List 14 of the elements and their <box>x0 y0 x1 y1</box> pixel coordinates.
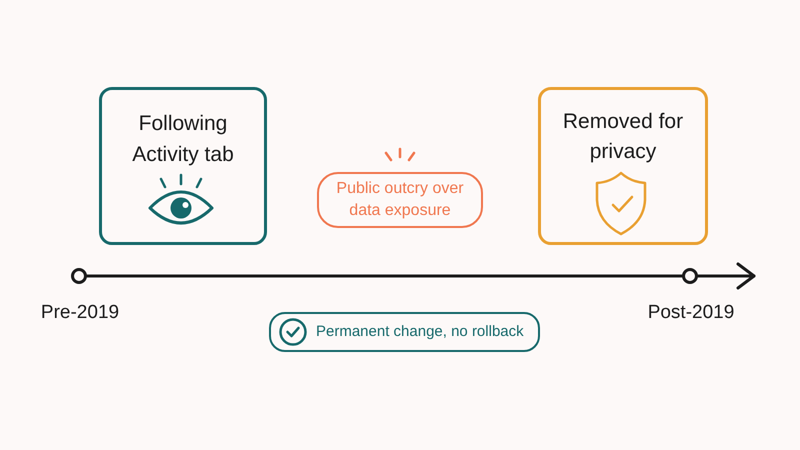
note-text: Permanent change, no rollback <box>316 322 524 342</box>
timeline-label: Post-2019 <box>648 302 734 324</box>
pill-text: Public outcry over data exposure <box>335 179 465 221</box>
note-pill <box>269 312 540 352</box>
timeline-arrow <box>696 262 756 290</box>
event-pill <box>317 172 483 228</box>
timeline-label: Pre-2019 <box>40 302 120 324</box>
event-card <box>538 87 708 245</box>
card-title: Following Activity tab <box>131 111 235 168</box>
card-title: Removed for privacy <box>562 109 684 165</box>
timeline-line <box>86 274 684 278</box>
timeline-marker <box>682 268 698 284</box>
timeline-marker <box>71 268 87 284</box>
event-card <box>99 87 267 245</box>
